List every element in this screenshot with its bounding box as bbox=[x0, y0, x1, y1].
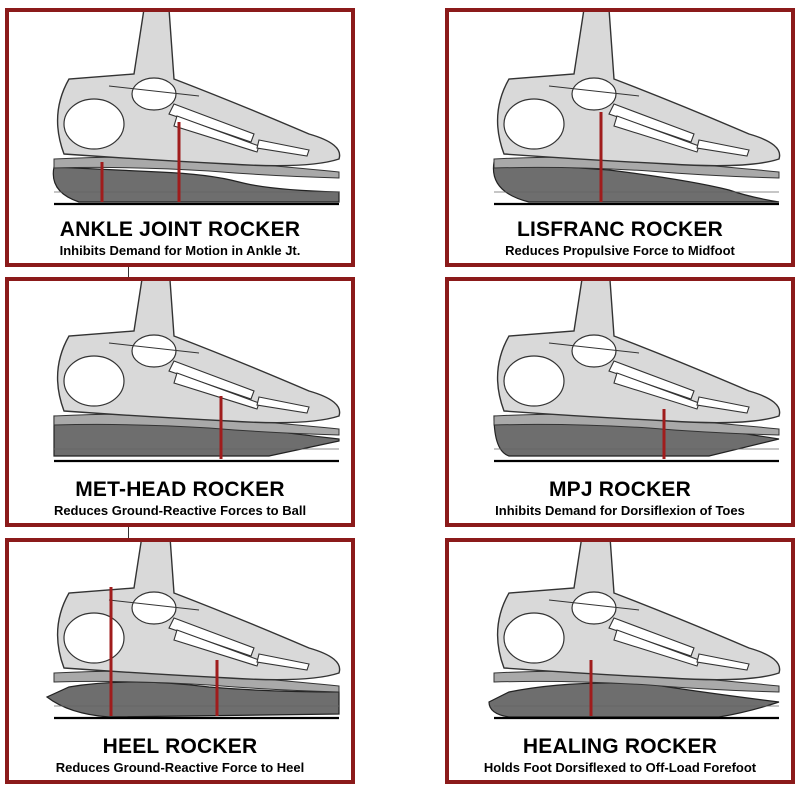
talus-bone bbox=[131, 334, 177, 368]
foot-outline bbox=[56, 542, 341, 681]
ankle-line bbox=[108, 85, 200, 97]
metatarsal-bone bbox=[168, 103, 255, 143]
talus-bone bbox=[571, 334, 617, 368]
panel-subtitle: Reduces Ground-Reactive Forces to Ball bbox=[53, 503, 307, 518]
calcaneus-bone bbox=[63, 98, 125, 150]
toe-phalanx-bone bbox=[256, 396, 310, 414]
mpj-rocker-panel: MPJ ROCKER Inhibits Demand for Dorsiflex… bbox=[445, 277, 795, 527]
ankle-line bbox=[548, 599, 640, 611]
metatarsal-bone bbox=[613, 629, 700, 667]
rocker-sole bbox=[45, 681, 340, 718]
metatarsal-bone bbox=[613, 115, 700, 153]
panel-title: HEEL ROCKER bbox=[102, 735, 258, 758]
talus-bone bbox=[571, 77, 617, 111]
panel-subtitle: Inhibits Demand for Dorsiflexion of Toes bbox=[495, 503, 745, 518]
panel-title: MPJ ROCKER bbox=[548, 478, 692, 501]
panel-title: MET-HEAD ROCKER bbox=[75, 478, 285, 501]
toe-phalanx-bone bbox=[696, 139, 750, 157]
foot-outline bbox=[56, 281, 341, 424]
ankle-line bbox=[548, 342, 640, 354]
foot-outline bbox=[56, 12, 341, 167]
met-head-rocker-panel: MET-HEAD ROCKER Reduces Ground-Reactive … bbox=[5, 277, 355, 527]
toe-phalanx-bone bbox=[696, 653, 750, 671]
foot-outline bbox=[496, 12, 781, 167]
divider-tick bbox=[128, 266, 129, 278]
metatarsal-bone bbox=[168, 360, 255, 400]
metatarsal-bone bbox=[608, 360, 695, 400]
ankle-line bbox=[548, 85, 640, 97]
metatarsal-bone bbox=[168, 617, 255, 657]
rocker-sole bbox=[52, 166, 340, 203]
rocker-sole bbox=[488, 682, 780, 718]
panel-subtitle: Inhibits Demand for Motion in Ankle Jt. bbox=[59, 243, 301, 258]
ankle-line bbox=[108, 599, 200, 611]
metatarsal-bone bbox=[173, 372, 260, 410]
ankle-line bbox=[108, 342, 200, 354]
toe-phalanx-bone bbox=[696, 396, 750, 414]
talus-bone bbox=[131, 591, 177, 625]
heel-rocker-panel: HEEL ROCKER Reduces Ground-Reactive Forc… bbox=[5, 538, 355, 784]
calcaneus-bone bbox=[503, 98, 565, 150]
panel-subtitle: Holds Foot Dorsiflexed to Off-Load Foref… bbox=[483, 760, 757, 775]
foot-rocker-illustration bbox=[488, 542, 781, 720]
toe-phalanx-bone bbox=[256, 653, 310, 671]
divider-tick bbox=[128, 526, 129, 539]
panel-title: ANKLE JOINT ROCKER bbox=[59, 218, 301, 241]
calcaneus-bone bbox=[503, 612, 565, 664]
metatarsal-bone bbox=[608, 617, 695, 657]
toe-phalanx-bone bbox=[256, 139, 310, 157]
calcaneus-bone bbox=[63, 355, 125, 407]
foot-outline bbox=[496, 542, 781, 681]
talus-bone bbox=[131, 77, 177, 111]
calcaneus-bone bbox=[63, 612, 125, 664]
metatarsal-bone bbox=[173, 115, 260, 153]
panel-title: LISFRANC ROCKER bbox=[517, 218, 723, 241]
foot-rocker-illustration bbox=[492, 12, 781, 206]
foot-rocker-illustration bbox=[45, 542, 341, 720]
calcaneus-bone bbox=[503, 355, 565, 407]
ankle-joint-rocker-panel: ANKLE JOINT ROCKER Inhibits Demand for M… bbox=[5, 8, 355, 267]
foot-rocker-illustration bbox=[52, 12, 341, 206]
healing-rocker-panel: HEALING ROCKER Holds Foot Dorsiflexed to… bbox=[445, 538, 795, 784]
lisfranc-rocker-panel: LISFRANC ROCKER Reduces Propulsive Force… bbox=[445, 8, 795, 267]
metatarsal-bone bbox=[608, 103, 695, 143]
metatarsal-bone bbox=[173, 629, 260, 667]
talus-bone bbox=[571, 591, 617, 625]
metatarsal-bone bbox=[613, 372, 700, 410]
panel-subtitle: Reduces Propulsive Force to Midfoot bbox=[505, 243, 735, 258]
panel-subtitle: Reduces Ground-Reactive Force to Heel bbox=[55, 760, 305, 775]
foot-rocker-illustration bbox=[53, 281, 341, 463]
panel-title: HEALING ROCKER bbox=[522, 735, 718, 758]
foot-outline bbox=[496, 281, 781, 424]
foot-rocker-illustration bbox=[493, 281, 781, 463]
